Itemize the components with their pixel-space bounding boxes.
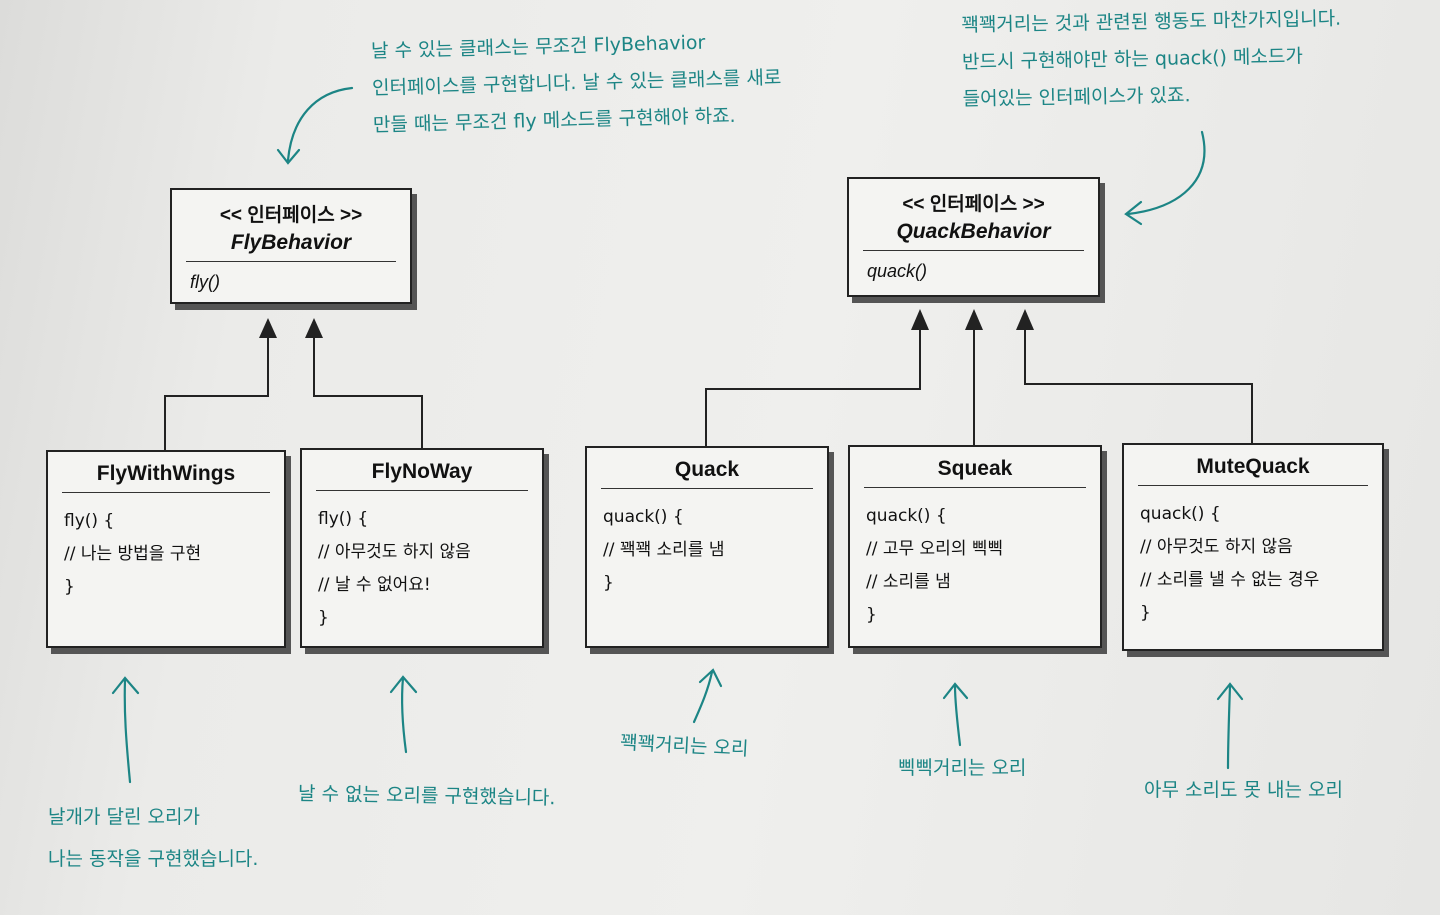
fly-inheritance-lines — [164, 336, 423, 450]
interface-stereotype: << 인터페이스 >> — [219, 205, 363, 226]
code-line: fly() { — [318, 509, 369, 529]
fly-with-wings-note-arrow — [123, 678, 132, 784]
class-body: quack() { // 아무것도 하지 않음 // 소리를 낼 수 없는 경우… — [1140, 498, 1382, 630]
class-name: MuteQuack — [1196, 455, 1310, 478]
code-line: // 소리를 낼 수 없는 경우 — [1140, 570, 1320, 590]
divider — [864, 487, 1086, 488]
code-line: fly() { — [64, 511, 115, 531]
class-body: quack() { // 고무 오리의 삑삑 // 소리를 냄 } — [866, 500, 1100, 632]
class-name: Quack — [674, 458, 740, 481]
fly-no-way-class: FlyNoWay fly() { // 아무것도 하지 않음 // 날 수 없어… — [300, 448, 544, 648]
note-line: 꽥꽥거리는 오리 — [619, 731, 749, 761]
mute-quack-note-arrow — [1226, 684, 1232, 770]
interface-name: QuackBehavior — [896, 220, 1051, 243]
code-line: } — [866, 605, 877, 625]
fly-interface-note: 날 수 있는 클래스는 무조건 FlyBehavior 인터페이스를 구현합니다… — [371, 23, 783, 145]
interface-name: FlyBehavior — [230, 231, 352, 254]
class-name: Squeak — [937, 457, 1013, 480]
annotation-arrows — [111, 86, 1244, 784]
quack-behavior-interface: << 인터페이스 >> QuackBehavior quack() — [847, 177, 1100, 297]
code-line: // 꽥꽥 소리를 냄 — [603, 540, 725, 560]
code-line: // 날 수 없어요! — [318, 575, 431, 595]
fly-inheritance-arrowheads — [259, 318, 323, 338]
code-line: } — [64, 577, 75, 597]
squeak-note-arrow — [953, 684, 962, 747]
code-line: } — [318, 608, 329, 628]
quack-note-arrow — [692, 670, 714, 724]
code-line: // 고무 오리의 삑삑 — [866, 539, 1004, 559]
quack-class: Quack quack() { // 꽥꽥 소리를 냄 } — [585, 446, 829, 648]
note-line: 반드시 구현해야만 하는 quack() 메소드가 — [961, 45, 1304, 74]
code-line: // 소리를 냄 — [866, 572, 951, 592]
divider — [62, 492, 270, 493]
fly-behavior-interface: << 인터페이스 >> FlyBehavior fly() — [170, 188, 412, 304]
note-line: 아무 소리도 못 내는 오리 — [1144, 779, 1343, 801]
note-line: 삑삑거리는 오리 — [898, 757, 1027, 779]
divider — [601, 488, 813, 489]
code-line: // 아무것도 하지 않음 — [318, 542, 471, 562]
mute-quack-class: MuteQuack quack() { // 아무것도 하지 않음 // 소리를… — [1122, 443, 1384, 651]
quack-inheritance-arrowheads — [911, 309, 1034, 330]
quack-interface-note: 꽥꽥거리는 것과 관련된 행동도 마찬가지입니다. 반드시 구현해야만 하는 q… — [961, 1, 1343, 119]
mute-quack-note: 아무 소리도 못 내는 오리 — [1144, 772, 1343, 809]
code-line: } — [603, 573, 614, 593]
interface-method: fly() — [190, 272, 220, 292]
class-body: fly() { // 아무것도 하지 않음 // 날 수 없어요! } — [318, 503, 542, 635]
note-line: 날개가 달린 오리가 — [48, 806, 200, 828]
fly-no-way-note: 날 수 없는 오리를 구현했습니다. — [298, 776, 556, 817]
fly-interface-note-arrow — [286, 86, 354, 162]
class-body: quack() { // 꽥꽥 소리를 냄 } — [603, 501, 827, 600]
interface-stereotype: << 인터페이스 >> — [902, 194, 1045, 215]
code-line: quack() { — [603, 507, 684, 527]
code-line: // 나는 방법을 구현 — [64, 544, 202, 564]
quack-note: 꽥꽥거리는 오리 — [619, 725, 749, 769]
code-line: } — [1140, 603, 1151, 623]
note-line: 들어있는 인터페이스가 있죠. — [962, 84, 1191, 111]
note-line: 나는 동작을 구현했습니다. — [48, 848, 259, 870]
divider — [863, 250, 1084, 251]
class-name: FlyWithWings — [96, 462, 236, 485]
fly-with-wings-note: 날개가 달린 오리가 나는 동작을 구현했습니다. — [48, 796, 258, 880]
divider — [1138, 485, 1368, 486]
divider — [316, 490, 528, 491]
code-line: // 아무것도 하지 않음 — [1140, 537, 1293, 557]
quack-inheritance-lines — [705, 328, 1253, 446]
divider — [186, 261, 396, 262]
fly-no-way-note-arrow — [400, 676, 408, 754]
class-body: fly() { // 나는 방법을 구현 } — [64, 505, 284, 604]
squeak-class: Squeak quack() { // 고무 오리의 삑삑 // 소리를 냄 } — [848, 445, 1102, 648]
squeak-note: 삑삑거리는 오리 — [898, 750, 1026, 787]
quack-interface-note-arrow — [1126, 130, 1206, 216]
interface-method: quack() — [867, 261, 928, 281]
code-line: quack() { — [1140, 504, 1221, 524]
note-line: 날 수 없는 오리를 구현했습니다. — [297, 782, 556, 810]
fly-with-wings-class: FlyWithWings fly() { // 나는 방법을 구현 } — [46, 450, 286, 648]
class-name: FlyNoWay — [371, 460, 473, 483]
code-line: quack() { — [866, 506, 947, 526]
